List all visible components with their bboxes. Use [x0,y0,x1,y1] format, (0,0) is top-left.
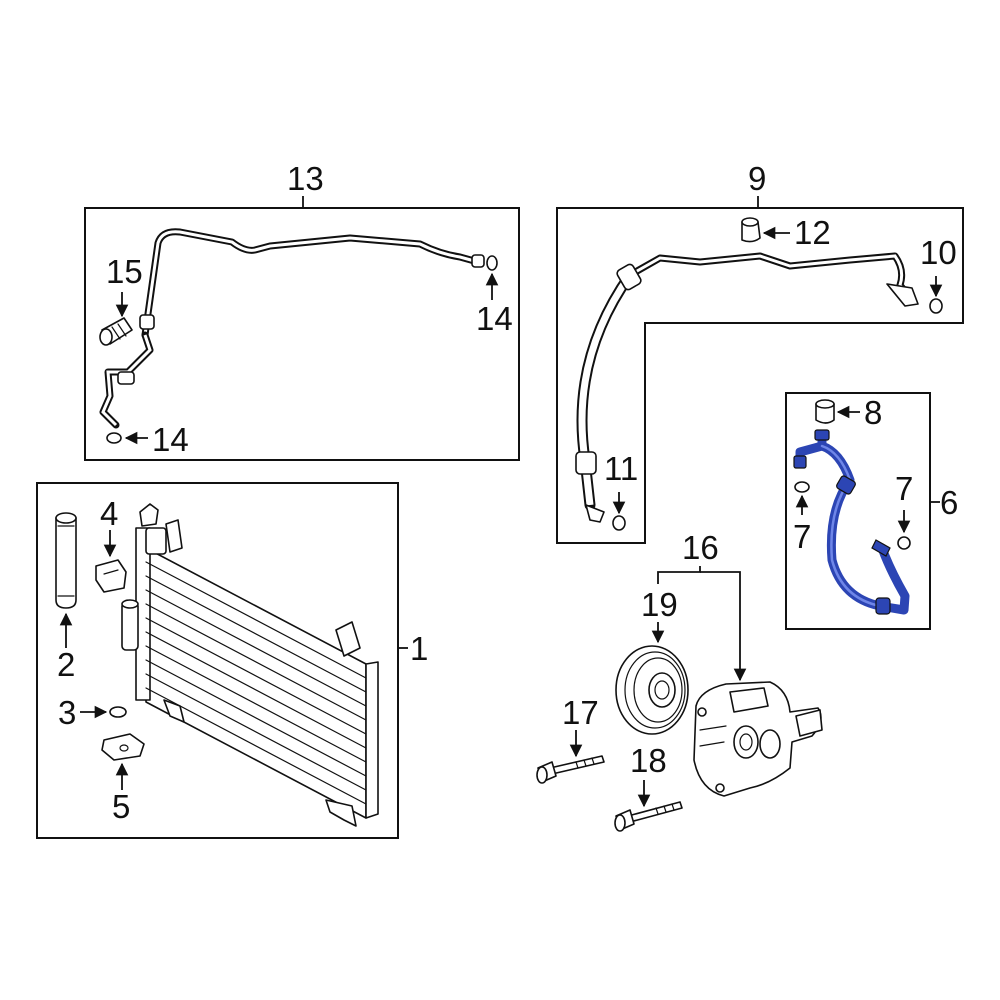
callout-5[interactable]: 5 [112,788,130,825]
liquid-pipe[interactable] [99,228,485,429]
pulley[interactable] [615,645,689,735]
bracket-5[interactable] [101,733,145,761]
callout-10[interactable]: 10 [920,234,957,271]
group-6-frame [785,392,931,630]
callout-7-right[interactable]: 7 [895,470,913,507]
cap[interactable] [741,217,761,243]
callout-8[interactable]: 8 [864,394,882,431]
callout-3[interactable]: 3 [58,694,76,731]
callout-19[interactable]: 19 [641,586,678,623]
o-ring-7-left[interactable] [794,481,810,493]
pressure-valve[interactable] [99,317,133,346]
o-ring-3[interactable] [109,706,127,718]
o-ring-7-right[interactable] [897,536,911,550]
condenser-group: 1 [36,482,428,839]
bolt-17[interactable] [536,755,605,784]
callout-6[interactable]: 6 [940,484,958,521]
o-ring-right[interactable] [486,255,498,271]
suction-hose-highlighted[interactable] [793,429,910,615]
callout-9[interactable]: 9 [748,160,766,197]
discharge-hose[interactable] [575,252,919,523]
callout-15[interactable]: 15 [106,253,143,290]
callout-12[interactable]: 12 [794,214,831,251]
receiver-drier[interactable] [55,512,77,609]
callout-4[interactable]: 4 [100,495,118,532]
callout-14-left[interactable]: 14 [152,421,189,458]
o-ring-11[interactable] [612,515,626,531]
callout-11[interactable]: 11 [604,450,638,487]
seal-cap[interactable] [815,399,835,424]
callout-14-right[interactable]: 14 [476,300,513,337]
group-13-frame [84,207,520,461]
bolt-18[interactable] [614,801,683,832]
condenser-core[interactable] [121,503,379,827]
compressor[interactable] [693,681,823,797]
callout-16[interactable]: 16 [682,529,719,566]
bracket-4[interactable] [95,559,127,593]
suction-hose-group: 6 8 7 7 [785,392,958,630]
o-ring-left[interactable] [106,432,122,444]
callout-2[interactable]: 2 [57,646,75,683]
group-1-frame [36,482,399,839]
callout-1[interactable]: 1 [410,630,428,667]
discharge-hose-group: 9 12 10 11 [556,160,964,544]
callout-7-left[interactable]: 7 [793,518,811,555]
o-ring-10[interactable] [929,298,943,314]
group-9-frame [556,207,964,544]
liquid-line-group: 13 15 14 14 [84,160,520,461]
callout-13[interactable]: 13 [287,160,324,197]
callout-18[interactable]: 18 [630,742,667,779]
callout-17[interactable]: 17 [562,694,599,731]
compressor-group: 16 19 [536,529,823,832]
